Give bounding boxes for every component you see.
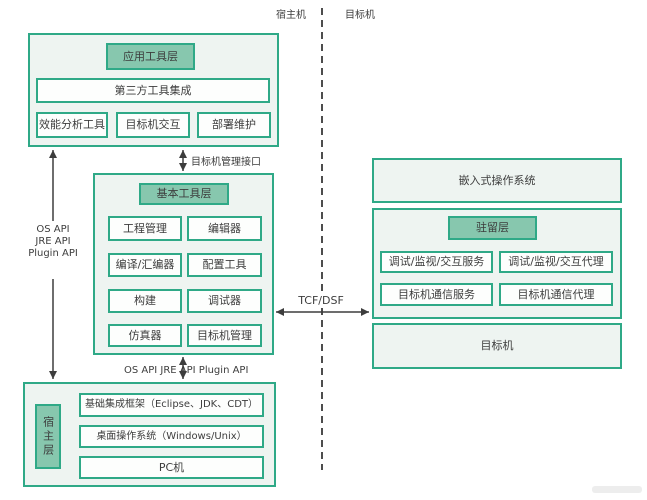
api-stack-line-plugin: Plugin API (28, 248, 78, 259)
host-region-label: 宿主机 (276, 10, 306, 21)
debug-monitor-agent-box: 调试/监视/交互代理 (499, 251, 613, 273)
build-box: 构建 (108, 289, 182, 313)
pc-box: PC机 (79, 456, 264, 479)
embedded-os-box: 嵌入式操作系统 (372, 158, 622, 203)
api-stack-label: OS API JRE API Plugin API (13, 224, 93, 260)
debug-monitor-service-box: 调试/监视/交互服务 (380, 251, 493, 273)
target-interaction-box: 目标机交互 (116, 112, 190, 138)
host-layer-side-label: 宿主层 (35, 404, 61, 469)
editor-box: 编辑器 (187, 216, 262, 241)
target-machine-box: 目标机 (372, 323, 622, 369)
target-comm-service-box: 目标机通信服务 (380, 283, 493, 306)
integration-framework-box: 基础集成框架（Eclipse、JDK、CDT） (79, 393, 264, 417)
desktop-os-box: 桌面操作系统（Windows/Unix） (79, 425, 264, 448)
simulator-box: 仿真器 (108, 324, 182, 347)
api-stack-line-os: OS API (36, 224, 70, 235)
api-stack-line-jre: JRE API (35, 236, 71, 247)
compiler-assembler-box: 编译/汇编器 (108, 253, 182, 277)
target-comm-agent-box: 目标机通信代理 (499, 283, 613, 306)
performance-analysis-box: 效能分析工具 (36, 112, 108, 138)
resident-layer-header: 驻留层 (448, 216, 537, 240)
project-management-box: 工程管理 (108, 216, 182, 241)
third-party-integration-box: 第三方工具集成 (36, 78, 270, 103)
deploy-maintain-box: 部署维护 (197, 112, 271, 138)
app-tools-layer-header: 应用工具层 (106, 43, 195, 70)
target-mgmt-interface-label: 目标机管理接口 (191, 157, 261, 168)
target-region-label: 目标机 (345, 10, 375, 21)
api-inline-label: OS API JRE API Plugin API (124, 365, 249, 376)
watermark-smudge (592, 486, 642, 493)
config-tool-box: 配置工具 (187, 253, 262, 277)
basic-tools-layer-header: 基本工具层 (139, 183, 229, 205)
debugger-box: 调试器 (187, 289, 262, 313)
tcf-dsf-label: TCF/DSF (288, 294, 354, 308)
target-management-box: 目标机管理 (187, 324, 262, 347)
